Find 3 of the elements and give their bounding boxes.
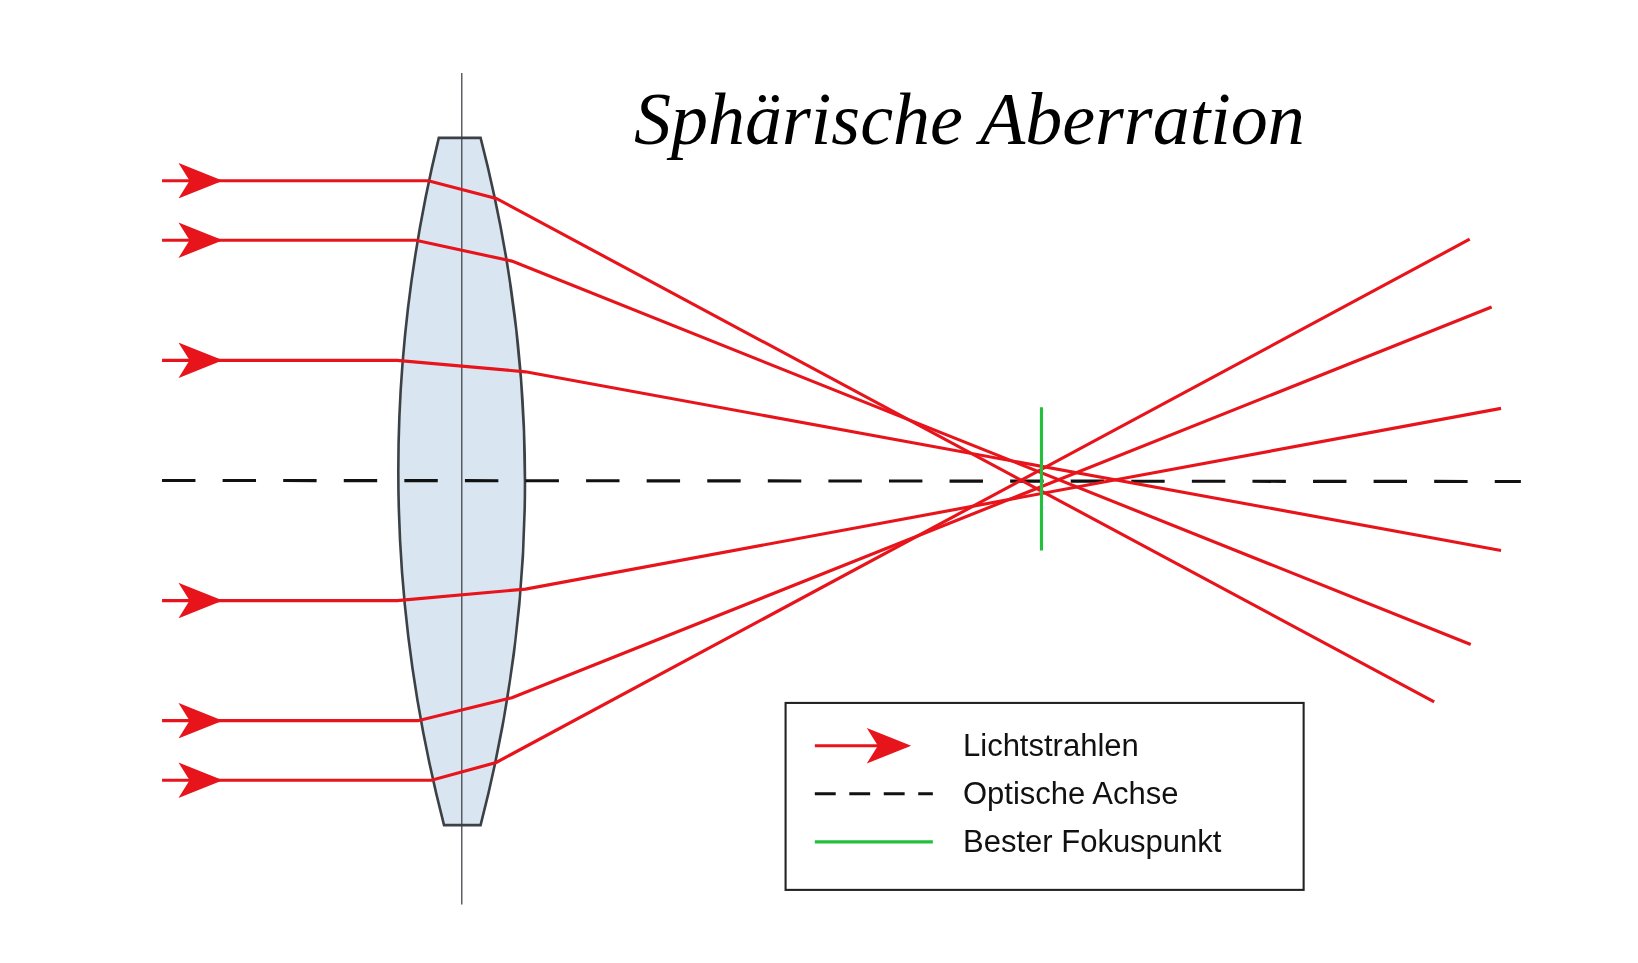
legend-label: Bester Fokuspunkt xyxy=(963,825,1222,857)
legend-label: Optische Achse xyxy=(963,777,1179,809)
legend-label: Lichtstrahlen xyxy=(963,729,1139,761)
